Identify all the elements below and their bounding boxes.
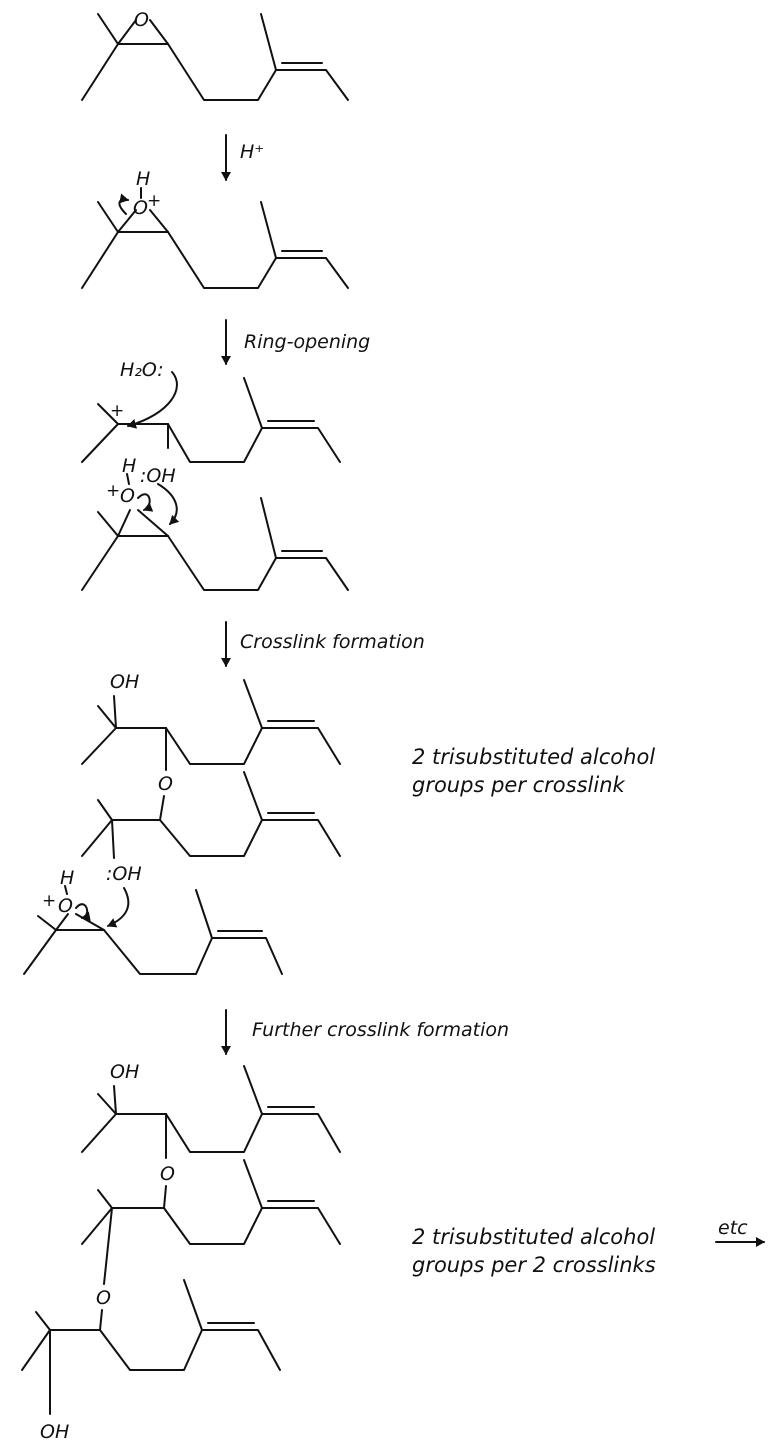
arrow-ring-opening: Ring-opening [221, 319, 370, 365]
note-2-line-2: groups per 2 crosslinks [412, 1253, 656, 1277]
note-1-line-1: 2 trisubstituted alcohol [412, 745, 655, 769]
network-middle-chain: O [81, 1159, 341, 1331]
network-ether-oxygen-2: O [96, 1287, 111, 1309]
attached-oh: :OH [140, 465, 176, 487]
third-epoxide-chain: :OH H O + [23, 863, 283, 975]
reagent-acid: H⁺ [240, 141, 264, 163]
etc-label: etc [718, 1217, 748, 1239]
oxonium-charge-2: + [106, 481, 120, 501]
network-top-oh: OH [110, 1061, 139, 1083]
arrow-crosslink: Crosslink formation [221, 621, 425, 667]
curly-arrow-2a [137, 493, 154, 512]
proton-h: H [136, 168, 150, 190]
protonated-epoxide-chain: H O + [81, 168, 349, 289]
oxonium-oxygen-2: O [120, 485, 135, 507]
lower-oh: :OH [106, 863, 142, 885]
epoxide-chain-start: O [81, 9, 349, 101]
upper-oh: OH [110, 671, 139, 693]
arrow-further-crosslink: Further crosslink formation [221, 1009, 509, 1055]
network-bottom-oh: OH [40, 1421, 69, 1443]
step-label-further: Further crosslink formation [252, 1019, 509, 1041]
oxonium-h-3: H [60, 867, 74, 889]
arrow-protonation: H⁺ [221, 134, 264, 181]
curly-arrow-3a [75, 903, 91, 922]
positive-charge: + [147, 191, 161, 211]
curly-arrow-water-attack [127, 371, 178, 429]
network-top-chain: OH O [81, 1061, 341, 1209]
crosslinked-upper-chain: OH O [81, 671, 341, 821]
curly-arrow-2b [157, 483, 180, 525]
hydroxyl-attack-chain: :OH H O + [81, 455, 349, 591]
note-2-line-1: 2 trisubstituted alcohol [412, 1225, 655, 1249]
network-ether-oxygen-1: O [160, 1163, 175, 1185]
etc-arrow: etc [715, 1217, 765, 1247]
oxonium-oxygen-3: O [58, 895, 73, 917]
ether-oxygen-1: O [158, 773, 173, 795]
carbocation-charge: + [110, 401, 124, 421]
oxonium-charge-3: + [42, 891, 56, 911]
step-label-crosslink: Crosslink formation [240, 631, 425, 653]
curly-arrow-ring-open [118, 193, 129, 215]
carbocation-chain: + H₂O: [81, 359, 341, 463]
step-label-ring-opening: Ring-opening [244, 331, 370, 353]
network-bottom-chain: OH [21, 1279, 281, 1443]
note-1-line-2: groups per crosslink [412, 773, 626, 797]
water-nucleophile: H₂O: [120, 359, 164, 381]
curly-arrow-3b [107, 887, 130, 928]
oxonium-h-2: H [122, 455, 136, 477]
oxonium-oxygen: O [133, 197, 148, 219]
crosslinked-lower-chain [81, 771, 341, 859]
epoxide-oxygen: O [134, 9, 149, 31]
